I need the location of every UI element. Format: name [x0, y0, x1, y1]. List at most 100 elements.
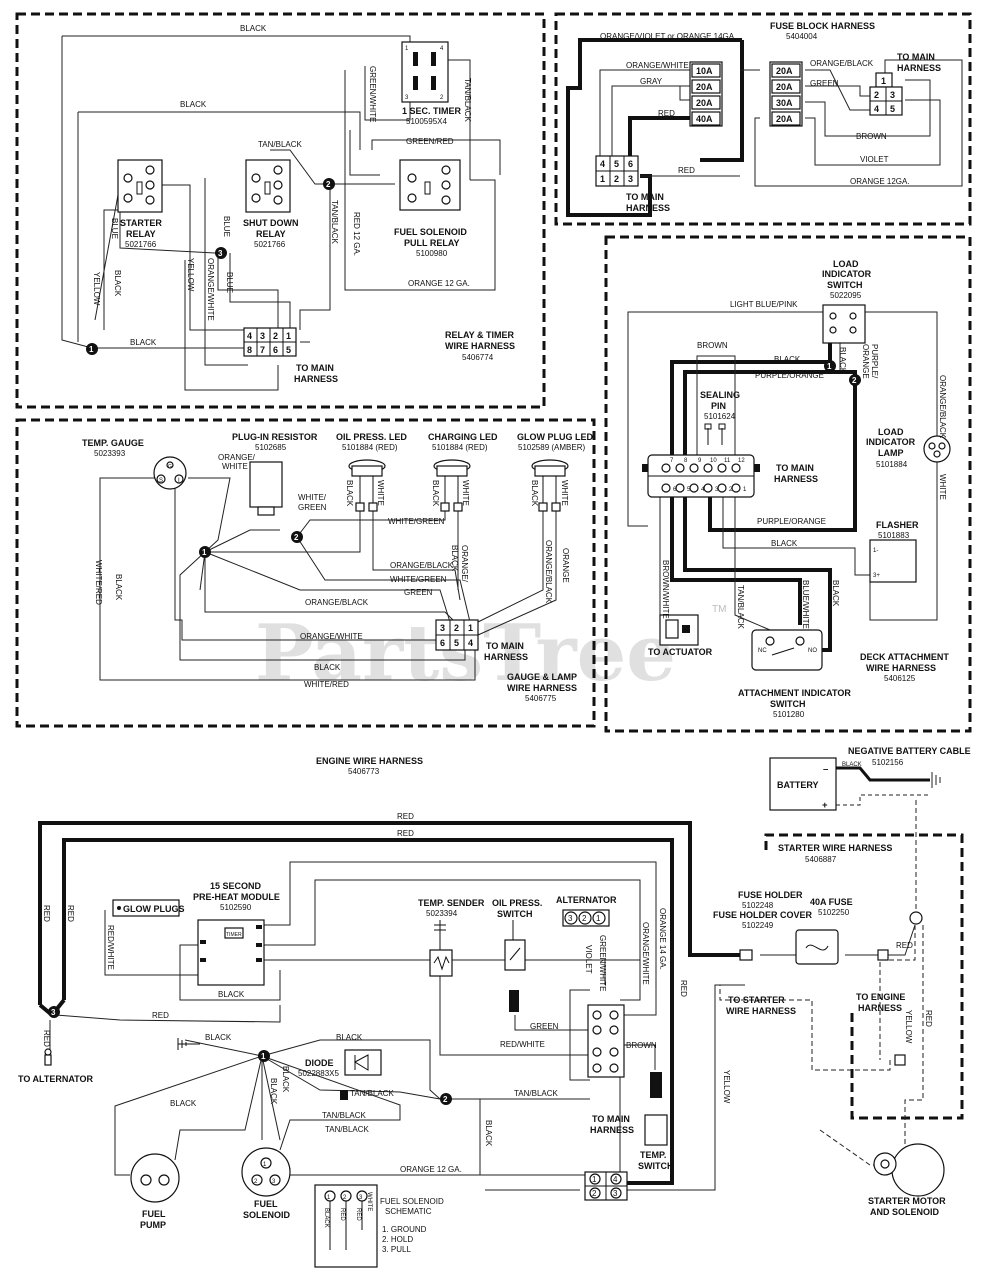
engine-node-1 [258, 1050, 270, 1062]
svg-text:SEALING: SEALING [700, 390, 740, 400]
svg-text:ORANGE 12 GA.: ORANGE 12 GA. [408, 279, 470, 288]
deck-attachment-harness: LOAD INDICATOR SWITCH 5022095 LOAD INDIC… [604, 235, 972, 733]
svg-text:LOAD: LOAD [833, 259, 859, 269]
load-indicator-lamp [923, 435, 951, 463]
svg-text:4: 4 [874, 104, 879, 114]
svg-text:1: 1 [827, 362, 832, 371]
svg-text:3: 3 [440, 623, 445, 633]
svg-text:WHITE: WHITE [222, 462, 248, 471]
fuse-plug: 1 2 3 4 5 [869, 72, 903, 116]
svg-text:GAUGE & LAMP: GAUGE & LAMP [507, 672, 577, 682]
svg-text:TO MAIN: TO MAIN [776, 463, 814, 473]
svg-text:WIRE HARNESS: WIRE HARNESS [866, 663, 936, 673]
svg-text:ORANGE: ORANGE [861, 344, 870, 379]
svg-text:TAN/BLACK: TAN/BLACK [350, 1089, 395, 1098]
svg-text:20A: 20A [776, 82, 793, 92]
svg-text:RED: RED [42, 905, 51, 922]
svg-text:BLACK: BLACK [281, 1066, 290, 1093]
svg-text:RED: RED [896, 941, 913, 950]
svg-text:SWITCH: SWITCH [827, 280, 863, 290]
glow-plug-led [531, 459, 569, 512]
svg-text:5102156: 5102156 [872, 758, 904, 767]
svg-text:BLACK: BLACK [842, 762, 862, 768]
svg-text:RED/WHITE: RED/WHITE [500, 1040, 545, 1049]
svg-text:WHITE: WHITE [938, 474, 947, 500]
svg-text:ORANGE: ORANGE [561, 548, 570, 583]
svg-text:3: 3 [272, 1179, 276, 1185]
svg-text:YELLOW: YELLOW [92, 272, 101, 306]
shutdown-relay [245, 159, 291, 213]
gauge-node-2 [291, 531, 303, 543]
svg-text:6: 6 [440, 638, 445, 648]
svg-text:4: 4 [613, 1175, 618, 1184]
svg-text:+: + [822, 800, 828, 811]
svg-text:4: 4 [247, 331, 252, 341]
svg-text:ENGINE WIRE HARNESS: ENGINE WIRE HARNESS [316, 756, 423, 766]
svg-text:RED: RED [678, 166, 695, 175]
svg-text:4: 4 [701, 487, 705, 493]
deck-node-2 [849, 374, 861, 386]
svg-text:LIGHT BLUE/PINK: LIGHT BLUE/PINK [730, 300, 798, 309]
svg-text:5406775: 5406775 [525, 694, 557, 703]
svg-text:GLOW PLUGS: GLOW PLUGS [123, 904, 185, 914]
shutdown-relay-label-1: SHUT DOWN [243, 218, 299, 228]
svg-text:8: 8 [684, 458, 688, 464]
svg-text:5023393: 5023393 [94, 449, 126, 458]
svg-text:3: 3 [613, 1189, 618, 1198]
svg-text:1: 1 [592, 1175, 597, 1184]
starter-relay [117, 159, 163, 213]
svg-text:TEMP. SENDER: TEMP. SENDER [418, 898, 485, 908]
fuse-block-right: 20A 20A 30A 20A [769, 61, 803, 127]
svg-text:2: 2 [254, 1179, 258, 1185]
svg-text:PURPLE/ORANGE: PURPLE/ORANGE [755, 371, 824, 380]
svg-text:ORANGE/BLACK: ORANGE/BLACK [544, 540, 553, 604]
svg-text:3: 3 [51, 1008, 56, 1017]
svg-text:20A: 20A [696, 82, 713, 92]
svg-text:10A: 10A [696, 66, 713, 76]
svg-text:WIRE HARNESS: WIRE HARNESS [726, 1006, 796, 1016]
starter-motor [873, 1143, 945, 1197]
engine-node-2 [440, 1093, 452, 1105]
gauge-lamp-harness: S I G TEMP. GAUGE 5023393 PLUG-IN RESIST… [15, 418, 596, 728]
svg-text:2: 2 [614, 174, 619, 184]
shutdown-relay-part: 5021766 [254, 240, 286, 249]
svg-text:NO: NO [808, 648, 817, 654]
svg-text:2: 2 [294, 533, 299, 542]
svg-text:1: 1 [261, 1052, 266, 1061]
svg-text:ORANGE/BLACK: ORANGE/BLACK [810, 59, 874, 68]
svg-text:BLACK: BLACK [450, 545, 459, 572]
svg-text:GREEN/WHITE: GREEN/WHITE [368, 66, 377, 122]
relay-connector: 4 3 2 1 8 7 6 5 [243, 327, 297, 357]
svg-text:5022095: 5022095 [830, 291, 862, 300]
fuse-holder [795, 929, 839, 965]
svg-text:HARNESS: HARNESS [858, 1003, 902, 1013]
svg-text:1-: 1- [873, 548, 878, 554]
battery-section: BATTERY – + NEGATIVE BATTERY CABLE 51021… [769, 746, 971, 811]
svg-text:3: 3 [359, 1195, 363, 1201]
relay-to-main-2: HARNESS [294, 374, 338, 384]
svg-text:ATTACHMENT INDICATOR: ATTACHMENT INDICATOR [738, 688, 851, 698]
svg-text:1: 1 [743, 487, 747, 493]
svg-text:TAN/BLACK: TAN/BLACK [258, 140, 303, 149]
svg-text:3: 3 [260, 331, 265, 341]
svg-text:BLUE: BLUE [222, 216, 231, 237]
svg-text:ORANGE 14 GA.: ORANGE 14 GA. [658, 908, 667, 970]
svg-text:RED: RED [397, 812, 414, 821]
flasher [869, 539, 917, 583]
svg-text:FLASHER: FLASHER [876, 520, 919, 530]
fuel-solenoid: 1 2 3 [241, 1147, 291, 1197]
svg-text:2: 2 [454, 623, 459, 633]
svg-text:YELLOW: YELLOW [904, 1010, 913, 1044]
svg-text:ORANGE/BLACK: ORANGE/BLACK [938, 375, 947, 439]
svg-text:20A: 20A [696, 98, 713, 108]
fuel-relay-label-1: FUEL SOLENOID [394, 227, 467, 237]
svg-text:GREEN: GREEN [298, 503, 327, 512]
svg-text:4: 4 [468, 638, 473, 648]
svg-text:3: 3 [715, 487, 719, 493]
svg-text:I: I [178, 478, 180, 484]
svg-text:BROWN: BROWN [697, 341, 728, 350]
svg-text:ORANGE/WHITE: ORANGE/WHITE [641, 922, 650, 985]
svg-text:TO MAIN: TO MAIN [486, 641, 524, 651]
svg-text:WHITE: WHITE [376, 480, 385, 506]
svg-text:GREEN: GREEN [404, 588, 433, 597]
